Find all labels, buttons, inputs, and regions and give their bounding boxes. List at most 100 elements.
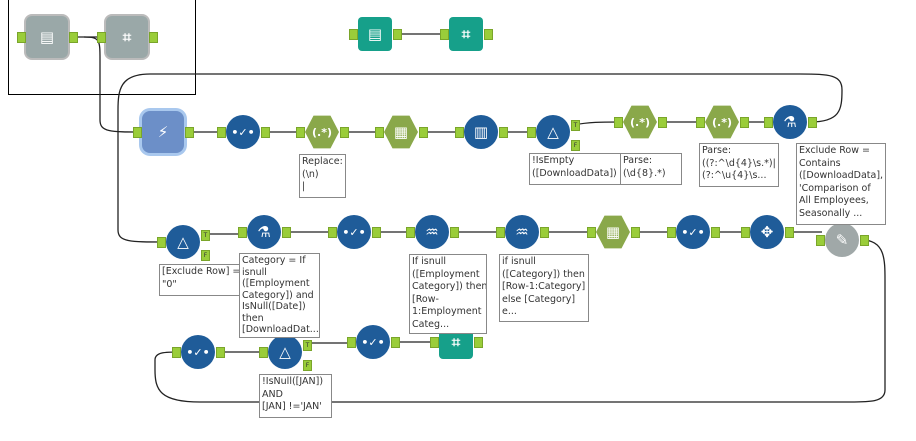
input-anchor[interactable] (430, 337, 439, 348)
input-anchor[interactable] (587, 227, 596, 238)
input-anchor[interactable] (764, 117, 773, 128)
output-anchor[interactable] (658, 117, 667, 128)
select-tool[interactable]: •✓• (181, 335, 215, 369)
browse-tool[interactable]: ⌗ (106, 16, 148, 58)
browse-icon: ⌗ (122, 28, 132, 46)
download-icon: ⚡ (157, 123, 169, 141)
output-anchor[interactable] (149, 32, 158, 43)
input-anchor[interactable] (349, 29, 358, 40)
disabled-tool-icon: ✎ (835, 231, 849, 249)
input-anchor[interactable] (259, 347, 268, 358)
multi-row-formula-tool[interactable]: ♒ (415, 215, 449, 249)
input-anchor[interactable] (406, 227, 415, 238)
input-anchor[interactable] (157, 237, 166, 248)
download-tool[interactable]: ⚡ (142, 111, 184, 153)
output-anchor[interactable] (282, 227, 291, 238)
input-anchor[interactable] (455, 127, 464, 138)
input-anchor[interactable] (347, 337, 356, 348)
input-anchor[interactable] (527, 127, 536, 138)
annotation-parse1: Parse: (\d{8}.*) (620, 153, 682, 185)
input-anchor[interactable] (741, 227, 750, 238)
regex-tool[interactable]: (.*) (623, 105, 657, 139)
input-anchor[interactable] (133, 127, 142, 138)
input-anchor[interactable] (614, 117, 623, 128)
regex-tool[interactable]: (.*) (705, 105, 739, 139)
output-anchor[interactable] (631, 227, 640, 238)
output-anchor[interactable] (499, 127, 508, 138)
false-anchor[interactable]: F (303, 360, 312, 371)
select-icon: •✓• (342, 225, 366, 239)
select-icon: •✓• (361, 335, 385, 349)
input-anchor[interactable] (696, 117, 705, 128)
filter-tool[interactable]: △ (268, 335, 302, 369)
text-to-columns-icon: ▦ (605, 223, 621, 241)
output-anchor[interactable] (450, 227, 459, 238)
output-anchor[interactable] (474, 337, 483, 348)
output-anchor[interactable] (740, 117, 749, 128)
true-anchor[interactable]: T (303, 340, 312, 351)
false-anchor[interactable]: F (571, 140, 580, 151)
output-anchor[interactable] (391, 337, 400, 348)
annotation-jan: !IsNull([JAN]) AND [JAN] !='JAN' (259, 374, 332, 418)
annotation-isempty: !IsEmpty ([DownloadData]) (529, 153, 622, 185)
output-anchor[interactable] (860, 235, 869, 246)
true-anchor[interactable]: T (571, 120, 580, 131)
regex-icon: (.*) (312, 125, 332, 139)
output-anchor[interactable] (340, 127, 349, 138)
output-anchor[interactable] (261, 127, 270, 138)
true-anchor[interactable]: T (201, 230, 210, 241)
output-anchor[interactable] (711, 227, 720, 238)
input-anchor[interactable] (440, 29, 449, 40)
disabled-tool-tool[interactable]: ✎ (825, 223, 859, 257)
input-anchor[interactable] (17, 32, 26, 43)
input-anchor[interactable] (375, 127, 384, 138)
output-anchor[interactable] (808, 117, 817, 128)
text-input-tool[interactable]: ▤ (26, 16, 68, 58)
select-tool[interactable]: •✓• (356, 325, 390, 359)
formula-tool[interactable]: ⚗ (247, 215, 281, 249)
text-to-columns-icon: ▦ (393, 123, 409, 141)
output-anchor[interactable] (785, 227, 794, 238)
select-tool[interactable]: •✓• (337, 215, 371, 249)
input-anchor[interactable] (172, 347, 181, 358)
false-anchor[interactable]: F (201, 250, 210, 261)
tool-container[interactable] (8, 0, 196, 95)
input-anchor[interactable] (296, 127, 305, 138)
regex-icon: (.*) (630, 115, 650, 129)
formula-tool[interactable]: ⚗ (773, 105, 807, 139)
browse-tool[interactable]: ⌗ (449, 17, 483, 51)
filter-tool[interactable]: △ (166, 225, 200, 259)
input-anchor[interactable] (238, 227, 247, 238)
browse-icon: ⌗ (461, 25, 471, 43)
input-anchor[interactable] (97, 32, 106, 43)
filter-icon: △ (547, 123, 559, 141)
select-tool[interactable]: •✓• (676, 215, 710, 249)
text-input-tool[interactable]: ▤ (358, 17, 392, 51)
annotation-parse2: Parse: ((?:^\d{4}\s.*)| (?:^\u{4}\s... (699, 143, 779, 187)
filter-tool[interactable]: △ (536, 115, 570, 149)
output-anchor[interactable] (540, 227, 549, 238)
input-anchor[interactable] (667, 227, 676, 238)
output-anchor[interactable] (393, 29, 402, 40)
regex-icon: (.*) (712, 115, 732, 129)
output-anchor[interactable] (216, 347, 225, 358)
filter-icon: △ (279, 343, 291, 361)
input-anchor[interactable] (496, 227, 505, 238)
output-anchor[interactable] (372, 227, 381, 238)
transpose-tool[interactable]: ▥ (464, 115, 498, 149)
text-input-icon: ▤ (367, 25, 383, 43)
output-anchor[interactable] (419, 127, 428, 138)
annotation-category-fill: if isnull ([Category]) then [Row-1:Categ… (499, 254, 589, 322)
input-anchor[interactable] (217, 127, 226, 138)
input-anchor[interactable] (816, 235, 825, 246)
output-anchor[interactable] (185, 127, 194, 138)
output-anchor[interactable] (484, 29, 493, 40)
output-anchor[interactable] (69, 32, 78, 43)
select-tool[interactable]: •✓• (226, 115, 260, 149)
formula-icon: ⚗ (257, 223, 271, 241)
input-anchor[interactable] (328, 227, 337, 238)
dynamic-rename-tool[interactable]: ✥ (750, 215, 784, 249)
annotation-exclude-zero: [Exclude Row] = "0" (159, 264, 245, 296)
multi-row-formula-tool[interactable]: ♒ (505, 215, 539, 249)
text-to-columns-tool[interactable]: ▦ (596, 215, 630, 249)
